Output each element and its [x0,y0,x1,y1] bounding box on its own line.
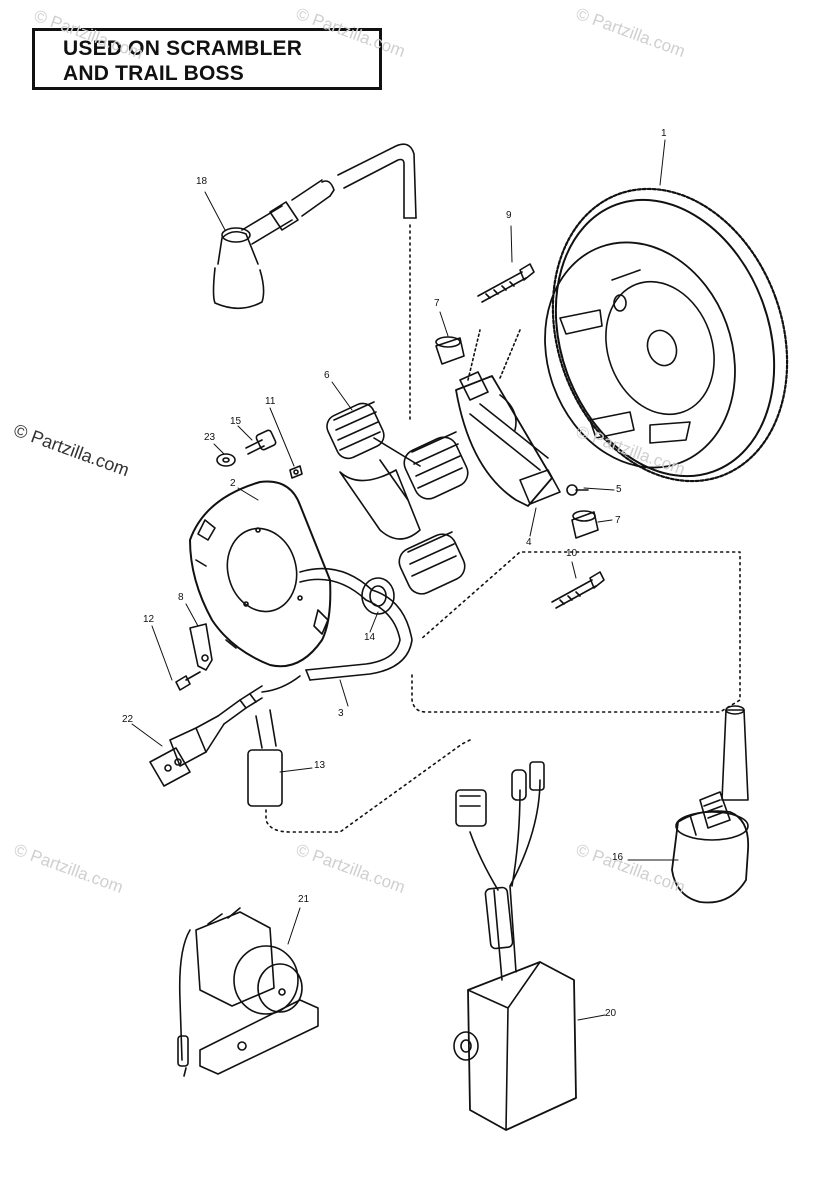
callout-15: 15 [230,416,242,427]
starter-solenoid [177,907,319,1077]
wire-harness [217,567,413,725]
screw-9 [477,263,535,303]
callout-7: 7 [615,515,621,526]
callout-12: 12 [143,614,155,625]
callout-5: 5 [616,484,622,495]
title-line-1: USED ON SCRAMBLER [63,37,303,60]
callout-16: 16 [612,852,624,863]
callout-13: 13 [314,760,326,771]
screw-10 [551,571,605,609]
screw-15 [245,429,277,455]
title-box: USED ON SCRAMBLER AND TRAIL BOSS [32,28,382,90]
callout-10: 10 [566,548,578,559]
washer-23 [216,453,236,467]
callout-20: 20 [605,1008,617,1019]
cdi-box [453,761,577,1131]
callout-9: 9 [506,210,512,221]
pulser-coil [455,329,561,507]
clamp [189,623,213,671]
pulser-screw-5 [566,484,589,496]
screw-12 [175,671,201,691]
callout-1: 1 [661,128,667,139]
callout-8: 8 [178,592,184,603]
screw-11 [289,465,303,479]
connector-22 [149,715,225,787]
stator-coils [326,401,469,595]
callout-11: 11 [265,396,276,407]
connector-13 [247,709,471,833]
spark-plug-cap [212,143,417,310]
callout-21: 21 [298,894,310,905]
leader-lines [131,139,679,1021]
callout-22: 22 [122,714,134,725]
callout-23: 23 [204,432,216,443]
spacer-lower [571,510,599,539]
callout-4: 4 [526,537,532,548]
stator-plate [189,480,332,668]
flywheel [544,187,789,483]
callout-6: 6 [324,370,330,381]
grommet [361,577,395,615]
callout-14: 14 [364,632,376,643]
callout-7: 7 [434,298,440,309]
ignition-coil [671,705,750,904]
title-line-2: AND TRAIL BOSS [63,62,244,85]
callout-3: 3 [338,708,344,719]
spacer-upper [435,336,465,365]
callout-2: 2 [230,478,236,489]
callout-18: 18 [196,176,208,187]
